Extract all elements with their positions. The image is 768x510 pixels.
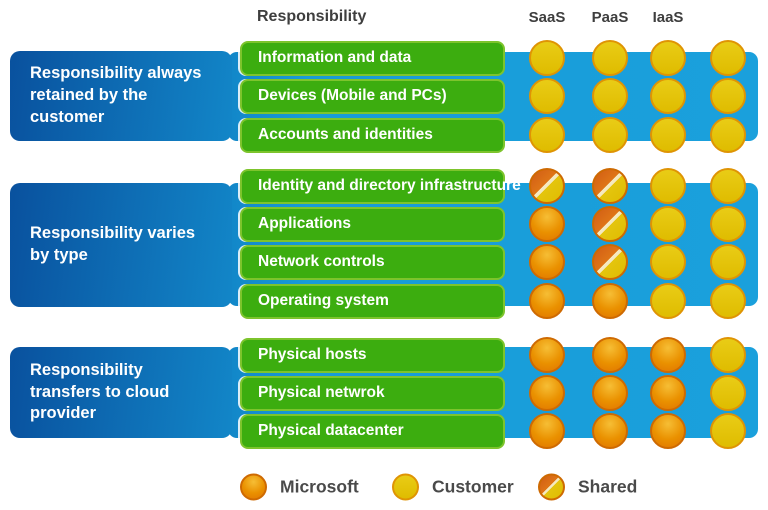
customer-responsibility-circle: [650, 40, 686, 76]
microsoft-responsibility-circle: [650, 337, 686, 373]
customer-responsibility-circle: [529, 78, 565, 114]
legend-item-microsoft: Microsoft: [240, 473, 359, 501]
customer-responsibility-circle: [592, 40, 628, 76]
legend-label: Shared: [578, 476, 638, 497]
microsoft-responsibility-circle: [529, 375, 565, 411]
customer-responsibility-circle: [650, 244, 686, 280]
row-label: Physical netwrok: [258, 384, 385, 401]
customer-responsibility-circle: [710, 168, 746, 204]
customer-responsibility-circle: [650, 206, 686, 242]
customer-responsibility-circle: [710, 283, 746, 319]
legend-item-customer: Customer: [392, 473, 514, 501]
row-label-pill: Devices (Mobile and PCs): [240, 78, 505, 114]
row-label-pill: Identity and directory infrastructure: [240, 168, 521, 204]
row-label: Accounts and identities: [258, 126, 433, 143]
column-header-iaas: IaaS: [652, 9, 684, 26]
section-label-box: Responsibility varies by type: [10, 183, 232, 307]
microsoft-responsibility-circle: [529, 413, 565, 449]
row-label-pill: Information and data: [240, 40, 505, 76]
microsoft-responsibility-circle: [592, 337, 628, 373]
shared-circle-icon: [538, 473, 565, 501]
row-label-pill: Accounts and identities: [240, 117, 505, 153]
row-label-pill: Operating system: [240, 283, 505, 319]
row-label-pill: Applications: [240, 206, 505, 242]
customer-responsibility-circle: [529, 40, 565, 76]
customer-responsibility-circle: [650, 283, 686, 319]
customer-responsibility-circle: [650, 78, 686, 114]
section-label: Responsibility always retained by the cu…: [30, 64, 202, 126]
row-label: Network controls: [258, 253, 385, 270]
row-label: Applications: [258, 215, 352, 232]
microsoft-responsibility-circle: [650, 413, 686, 449]
row-label: Identity and directory infrastructure: [258, 177, 521, 194]
row-label: Operating system: [258, 292, 389, 309]
microsoft-responsibility-circle: [650, 375, 686, 411]
row-label-pill: Physical hosts: [240, 337, 505, 373]
customer-responsibility-circle: [710, 117, 746, 153]
customer-responsibility-circle: [710, 337, 746, 373]
section-label: Responsibility varies by type: [30, 224, 196, 264]
customer-responsibility-circle: [592, 78, 628, 114]
customer-responsibility-circle: [592, 117, 628, 153]
customer-responsibility-circle: [650, 168, 686, 204]
customer-responsibility-circle: [529, 117, 565, 153]
row-label-pill: Physical datacenter: [240, 413, 505, 449]
column-header-paas: PaaS: [591, 9, 629, 26]
microsoft-responsibility-circle: [592, 375, 628, 411]
microsoft-circle-icon: [240, 473, 267, 501]
row-label: Devices (Mobile and PCs): [258, 87, 447, 104]
column-header-saas: SaaS: [528, 9, 566, 26]
microsoft-responsibility-circle: [529, 283, 565, 319]
shared-responsibility-circle: [529, 168, 565, 204]
microsoft-responsibility-circle: [529, 244, 565, 280]
section-label-box: Responsibility always retained by the cu…: [10, 51, 232, 141]
shared-responsibility-circle: [592, 206, 628, 242]
shared-responsibility-circle: [592, 168, 628, 204]
customer-responsibility-circle: [710, 40, 746, 76]
microsoft-responsibility-circle: [592, 283, 628, 319]
customer-circle-icon: [392, 473, 419, 501]
legend-label: Customer: [432, 476, 514, 497]
microsoft-responsibility-circle: [592, 413, 628, 449]
customer-responsibility-circle: [710, 244, 746, 280]
microsoft-responsibility-circle: [529, 206, 565, 242]
customer-responsibility-circle: [710, 206, 746, 242]
legend-item-shared: Shared: [538, 473, 638, 501]
responsibility-column-title: Responsibility: [257, 8, 367, 25]
section-label: Responsibility transfers to cloud provid…: [30, 360, 170, 423]
legend-label: Microsoft: [280, 476, 359, 497]
section-label-box: Responsibility transfers to cloud provid…: [10, 347, 232, 438]
row-label: Information and data: [258, 49, 412, 66]
row-label-pill: Physical netwrok: [240, 375, 505, 411]
customer-responsibility-circle: [710, 78, 746, 114]
shared-responsibility-circle: [592, 244, 628, 280]
microsoft-responsibility-circle: [529, 337, 565, 373]
row-label: Physical hosts: [258, 346, 367, 363]
row-label-pill: Network controls: [240, 244, 505, 280]
customer-responsibility-circle: [710, 375, 746, 411]
row-label: Physical datacenter: [258, 422, 404, 439]
customer-responsibility-circle: [710, 413, 746, 449]
customer-responsibility-circle: [650, 117, 686, 153]
